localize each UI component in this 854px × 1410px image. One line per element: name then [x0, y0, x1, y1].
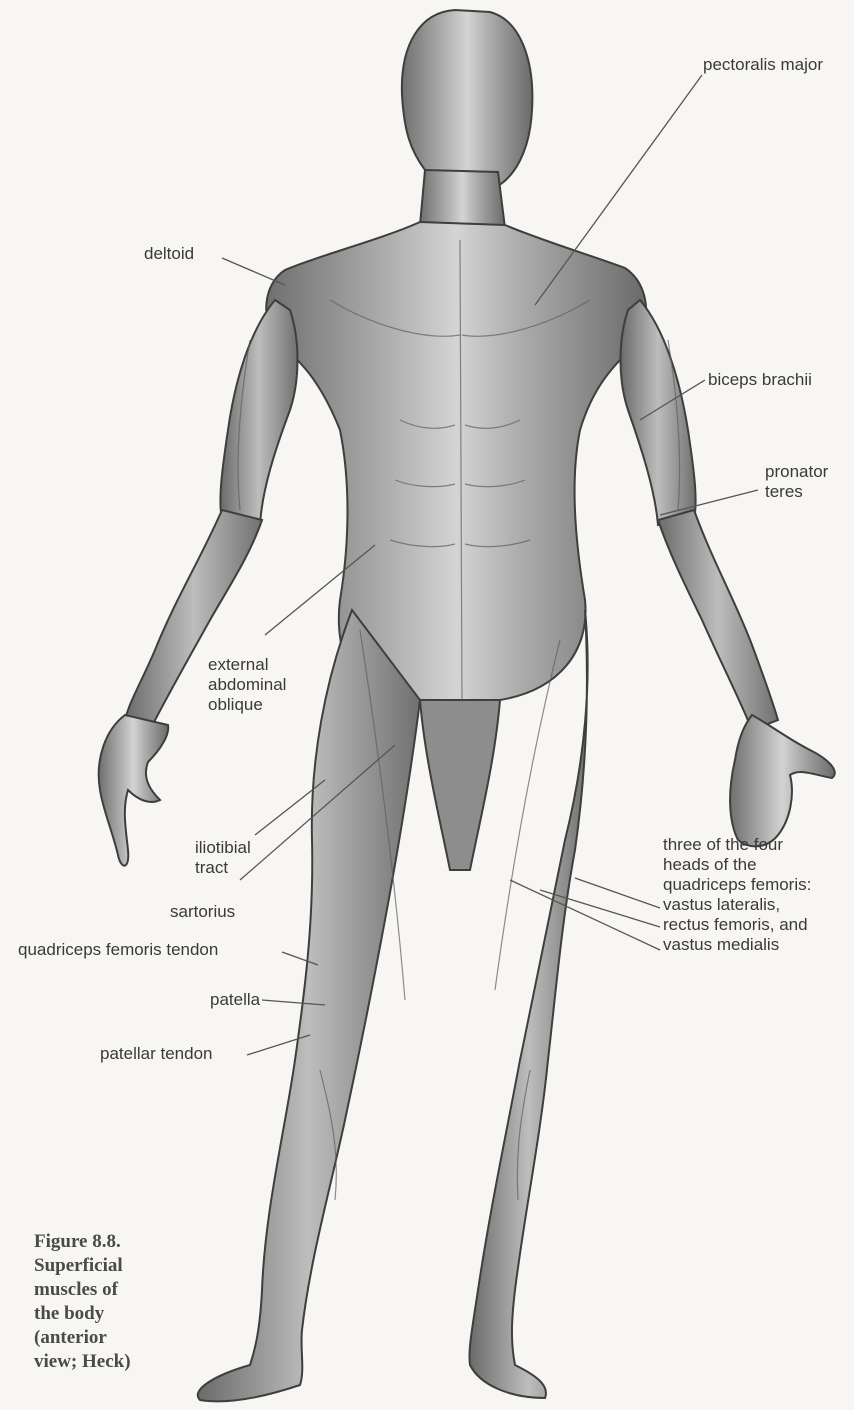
- right-forearm: [658, 510, 778, 730]
- label-pronator-teres-line-2: teres: [765, 482, 828, 502]
- caption-line-4: the body: [34, 1302, 174, 1326]
- caption-line-1: Figure 8.8.: [34, 1230, 174, 1254]
- leader-vastus-medialis: [510, 880, 660, 950]
- label-pronator-teres-line-1: pronator: [765, 462, 828, 482]
- label-patella: patella: [210, 990, 260, 1010]
- label-quadriceps-heads-line-6: vastus medialis: [663, 935, 811, 955]
- inner-leg: [420, 700, 500, 870]
- caption-line-2: Superficial: [34, 1254, 174, 1278]
- label-biceps-brachii: biceps brachii: [708, 370, 812, 390]
- label-quadriceps-heads-line-2: heads of the: [663, 855, 811, 875]
- label-iliotibial-tract: iliotibial tract: [195, 838, 251, 878]
- label-sartorius: sartorius: [170, 902, 235, 922]
- label-external-abdominal-oblique-line-3: oblique: [208, 695, 286, 715]
- label-pronator-teres: pronator teres: [765, 462, 828, 502]
- label-iliotibial-tract-line-2: tract: [195, 858, 251, 878]
- label-quadriceps-heads: three of the four heads of the quadricep…: [663, 835, 811, 955]
- head: [402, 10, 533, 193]
- caption-line-6: view; Heck): [34, 1350, 174, 1374]
- label-quadriceps-heads-line-4: vastus lateralis,: [663, 895, 811, 915]
- label-quadriceps-heads-line-3: quadriceps femoris:: [663, 875, 811, 895]
- label-external-abdominal-oblique-line-2: abdominal: [208, 675, 286, 695]
- right-hand: [730, 715, 835, 846]
- torso: [266, 222, 646, 704]
- leader-deltoid: [222, 258, 285, 285]
- caption-line-3: muscles of: [34, 1278, 174, 1302]
- label-quadriceps-femoris-tendon: quadriceps femoris tendon: [18, 940, 218, 960]
- label-patellar-tendon: patellar tendon: [100, 1044, 212, 1064]
- leader-vastus-lateralis: [575, 878, 660, 908]
- label-pectoralis-major: pectoralis major: [703, 55, 823, 75]
- label-quadriceps-heads-line-1: three of the four: [663, 835, 811, 855]
- neck: [420, 170, 505, 228]
- label-iliotibial-tract-line-1: iliotibial: [195, 838, 251, 858]
- figure-caption: Figure 8.8. Superficial muscles of the b…: [34, 1230, 174, 1374]
- label-external-abdominal-oblique: external abdominal oblique: [208, 655, 286, 715]
- left-hand: [99, 715, 169, 866]
- caption-line-5: (anterior: [34, 1326, 174, 1350]
- label-external-abdominal-oblique-line-1: external: [208, 655, 286, 675]
- right-upper-arm: [621, 300, 696, 525]
- label-quadriceps-heads-line-5: rectus femoris, and: [663, 915, 811, 935]
- left-upper-arm: [220, 300, 297, 525]
- label-deltoid: deltoid: [144, 244, 194, 264]
